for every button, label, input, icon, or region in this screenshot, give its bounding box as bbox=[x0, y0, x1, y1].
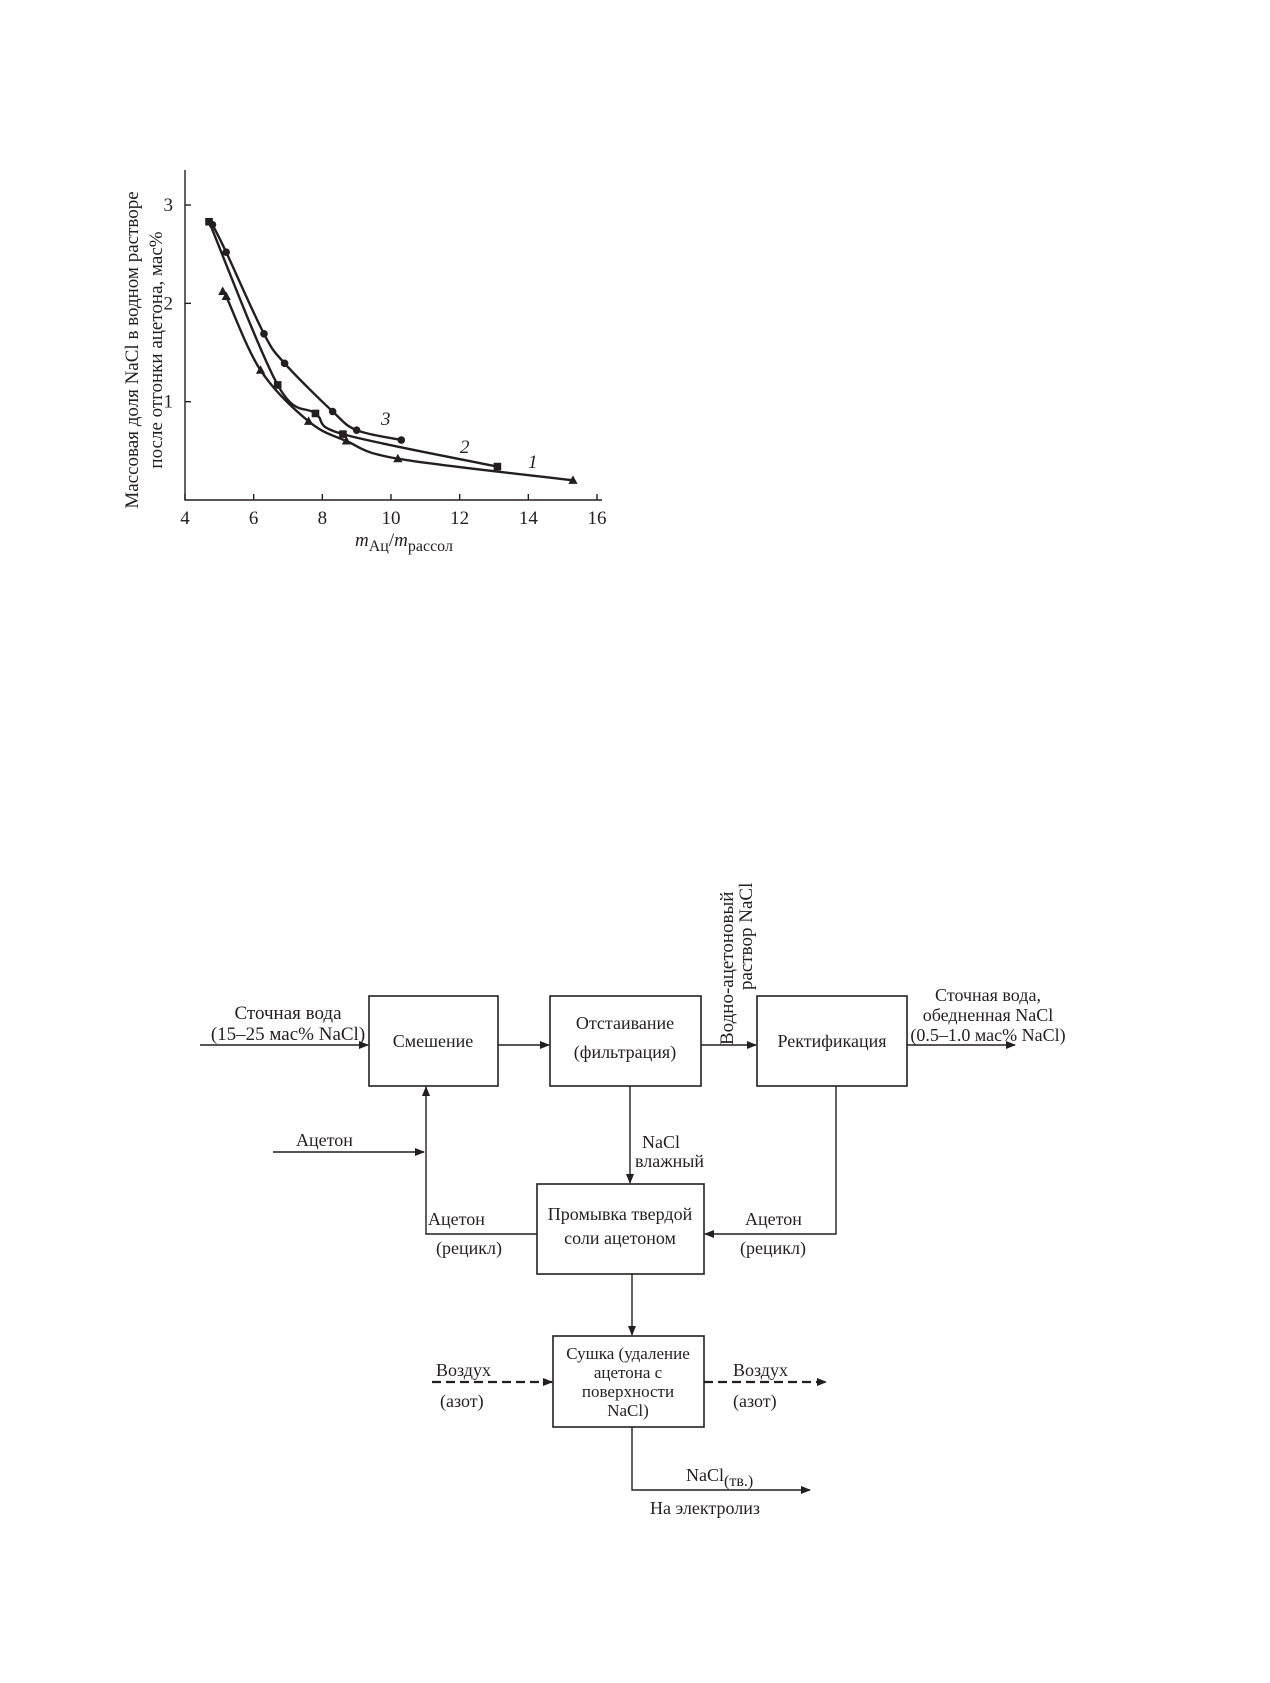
x-tick-label: 10 bbox=[382, 508, 401, 529]
x-tick-label: 12 bbox=[450, 508, 469, 529]
series-3-point bbox=[280, 359, 289, 368]
chart-curves bbox=[207, 221, 574, 482]
label-acetone-in: Ацетон bbox=[296, 1130, 353, 1150]
label-wastewater-out-3: (0.5–1.0 мас% NaCl) bbox=[910, 1025, 1065, 1046]
box-drying-label-2: ацетона с bbox=[594, 1363, 663, 1382]
label-air-out-2: (азот) bbox=[733, 1391, 777, 1412]
y-axis-label-line2: после отгонки ацетона, мас% bbox=[146, 231, 167, 468]
label-wet-nacl-1: NaCl bbox=[642, 1132, 680, 1152]
box-washing-label-2: соли ацетоном bbox=[564, 1228, 676, 1248]
series-1-point bbox=[568, 475, 578, 484]
process-flow-diagram: Смешение Отстаивание (фильтрация) Ректиф… bbox=[200, 883, 1066, 1518]
label-wastewater-in-2: (15–25 мас% NaCl) bbox=[211, 1024, 365, 1045]
series-1-point bbox=[218, 286, 228, 296]
chart-axes bbox=[184, 170, 602, 501]
series-label-1: 1 bbox=[528, 452, 538, 473]
label-to-electrolysis: На электролиз bbox=[650, 1498, 760, 1518]
x-tick-label: 8 bbox=[318, 508, 328, 529]
series-3-point bbox=[352, 426, 361, 434]
y-tick-label: 3 bbox=[164, 195, 174, 216]
label-air-out-1: Воздух bbox=[733, 1360, 788, 1380]
series-2-point bbox=[339, 430, 347, 438]
box-settling-label-1: Отстаивание bbox=[576, 1013, 674, 1033]
label-wastewater-out-1: Сточная вода, bbox=[935, 985, 1041, 1005]
series-3-point bbox=[222, 248, 230, 256]
series-label-3: 3 bbox=[380, 409, 391, 430]
series-3-point bbox=[260, 330, 268, 338]
arrow-acetone-recycle-left bbox=[422, 1086, 537, 1235]
chart-markers bbox=[205, 217, 578, 484]
series-3-point bbox=[328, 407, 337, 416]
label-solution-1: Водно-ацетоновый bbox=[717, 892, 738, 1045]
box-settling bbox=[549, 995, 702, 1087]
box-drying-label-1: Сушка (удаление bbox=[566, 1344, 690, 1363]
label-acetone-recycle-left-1: Ацетон bbox=[428, 1209, 485, 1229]
arrow-nacl-solid bbox=[631, 1427, 811, 1494]
box-mixing-label: Смешение bbox=[393, 1031, 474, 1051]
label-air-in-1: Воздух bbox=[436, 1360, 491, 1380]
label-wastewater-out-2: обедненная NaCl bbox=[923, 1005, 1053, 1025]
x-tick-label: 14 bbox=[519, 508, 539, 529]
series-1-point bbox=[255, 365, 266, 374]
x-axis-label: mАц/mрассол bbox=[355, 530, 453, 555]
label-nacl-solid: NaCl(тв.) bbox=[686, 1465, 753, 1490]
series-1-point bbox=[221, 291, 231, 300]
box-rectification bbox=[756, 995, 908, 1087]
series-1-point bbox=[341, 436, 351, 445]
label-solution-2: раствор NaCl bbox=[736, 883, 757, 990]
label-acetone-recycle-right-1: Ацетон bbox=[745, 1209, 802, 1229]
series-1-point bbox=[304, 416, 314, 425]
series-label-2: 2 bbox=[460, 437, 470, 458]
y-tick-label: 2 bbox=[164, 293, 174, 314]
series-1-point bbox=[393, 453, 403, 463]
box-settling-label-2: (фильтрация) bbox=[574, 1042, 676, 1063]
box-drying-label-3: поверхности bbox=[582, 1382, 674, 1401]
label-wastewater-in-1: Сточная вода bbox=[234, 1003, 342, 1024]
x-tick-label: 16 bbox=[588, 508, 607, 529]
label-wet-nacl-2: влажный bbox=[635, 1151, 704, 1171]
label-air-in-2: (азот) bbox=[440, 1391, 484, 1412]
arrow-acetone-recycle-right bbox=[704, 1086, 837, 1238]
series-3-point bbox=[397, 436, 406, 444]
box-drying-label-4: NaCl) bbox=[607, 1401, 649, 1420]
x-tick-label: 6 bbox=[249, 508, 259, 529]
box-rectification-label: Ректификация bbox=[777, 1031, 886, 1051]
series-2-point bbox=[273, 381, 282, 389]
series-2-point bbox=[205, 217, 213, 226]
y-tick-label: 1 bbox=[164, 392, 174, 413]
label-acetone-recycle-right-2: (рецикл) bbox=[740, 1238, 806, 1259]
x-tick-label: 4 bbox=[180, 508, 190, 529]
series-3-point bbox=[208, 220, 217, 229]
box-washing-label-1: Промывка твердой bbox=[548, 1204, 693, 1224]
y-axis-label-line1: Массовая доля NaCl в водном растворе bbox=[122, 191, 143, 508]
label-acetone-recycle-left-2: (рецикл) bbox=[436, 1238, 502, 1259]
box-washing bbox=[536, 1183, 705, 1275]
series-2-point bbox=[493, 462, 502, 471]
series-2-point bbox=[311, 409, 320, 418]
box-mixing bbox=[368, 995, 499, 1087]
